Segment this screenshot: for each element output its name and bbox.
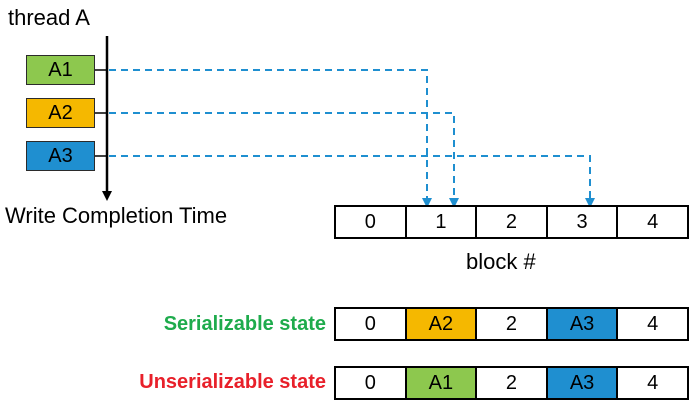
unserializable-cell-2: 2 [477,368,548,398]
block-cell-2: 2 [477,207,548,237]
block-cell-0: 0 [336,207,407,237]
serializable-cell-1-text: A2 [428,312,454,335]
block-cell-3-text: 3 [576,210,588,233]
thread-title: thread A [8,5,90,30]
time-axis-label: Write Completion Time [5,203,228,228]
serializable-state-row: 0 A2 2 A3 4 [334,307,689,341]
write-arrow-a3 [109,155,595,208]
serializable-cell-0: 0 [336,309,407,339]
serializable-state-label: Serializable state [163,313,326,335]
unserializable-state-row: 0 A1 2 A3 4 [334,366,689,400]
write-arrow-a1 [109,69,432,208]
serializable-cell-2: 2 [477,309,548,339]
block-cell-0-text: 0 [364,210,376,233]
op-a1-label: A1 [48,58,73,81]
serializable-cell-0-text: 0 [364,312,376,335]
unserializable-cell-3-text: A3 [569,371,595,394]
unserializable-cell-1: A1 [406,368,478,398]
unserializable-cell-0: 0 [336,368,407,398]
block-cell-2-text: 2 [505,210,518,233]
block-caption: block # [466,249,536,274]
op-a2: A2 [26,98,95,128]
op-a3-label: A3 [48,144,73,167]
op-a3: A3 [26,141,95,171]
block-cell-1: 1 [406,207,478,237]
write-arrow-a2 [109,112,459,208]
unserializable-cell-4: 4 [618,368,687,398]
serializable-cell-3-text: A3 [569,312,595,335]
unserializable-cell-1-text: A1 [428,371,454,394]
serializable-cell-3: A3 [547,309,619,339]
op-a2-label: A2 [48,101,73,124]
unserializable-cell-2-text: 2 [505,371,518,394]
serializable-cell-1: A2 [406,309,478,339]
unserializable-cell-0-text: 0 [364,371,376,394]
block-cell-4: 4 [618,207,687,237]
block-cell-4-text: 4 [647,210,659,233]
serializable-cell-4: 4 [618,309,687,339]
block-cell-1-text: 1 [435,210,447,233]
block-row: 0 1 2 3 4 [334,205,689,239]
serializable-cell-4-text: 4 [647,312,659,335]
unserializable-state-label: Unserializable state [139,371,326,393]
unserializable-cell-3: A3 [547,368,619,398]
serializable-cell-2-text: 2 [505,312,518,335]
op-a1: A1 [26,55,95,85]
block-cell-3: 3 [547,207,619,237]
unserializable-cell-4-text: 4 [647,371,659,394]
